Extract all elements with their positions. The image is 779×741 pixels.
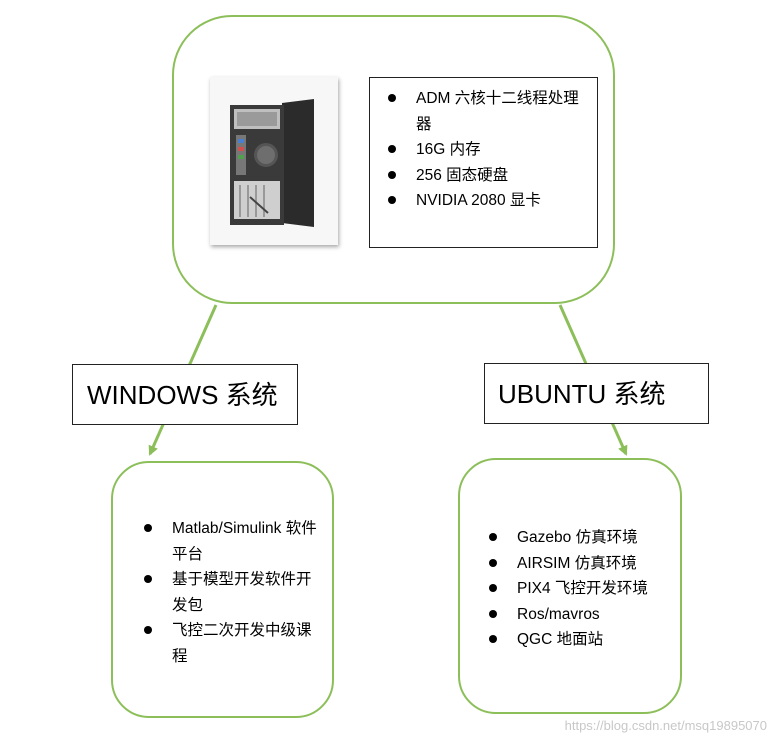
watermark: https://blog.csdn.net/msq19895070 xyxy=(564,718,767,733)
windows-item-matlab: Matlab/Simulink 软件平台 xyxy=(138,516,323,567)
ubuntu-software-list: Gazebo 仿真环境 AIRSIM 仿真环境 PIX4 飞控开发环境 Ros/… xyxy=(483,525,678,653)
ubuntu-item-gazebo: Gazebo 仿真环境 xyxy=(483,525,678,551)
windows-software-box: Matlab/Simulink 软件平台 基于模型开发软件开发包 飞控二次开发中… xyxy=(111,461,334,718)
ubuntu-item-ros: Ros/mavros xyxy=(483,602,678,628)
spec-item-cpu: ADM 六核十二线程处理器 xyxy=(382,86,592,137)
spec-box: ADM 六核十二线程处理器 16G 内存 256 固态硬盘 NVIDIA 208… xyxy=(369,77,598,248)
windows-system-label: WINDOWS 系统 xyxy=(72,364,298,425)
windows-software-list: Matlab/Simulink 软件平台 基于模型开发软件开发包 飞控二次开发中… xyxy=(138,516,323,670)
spec-list: ADM 六核十二线程处理器 16G 内存 256 固态硬盘 NVIDIA 208… xyxy=(382,86,592,214)
spec-item-ram: 16G 内存 xyxy=(382,137,592,163)
pc-tower-image xyxy=(210,77,338,245)
spec-item-gpu: NVIDIA 2080 显卡 xyxy=(382,188,592,214)
pc-tower-icon xyxy=(230,99,314,227)
windows-item-mbd-kit: 基于模型开发软件开发包 xyxy=(138,567,323,618)
ubuntu-item-airsim: AIRSIM 仿真环境 xyxy=(483,551,678,577)
ubuntu-item-qgc: QGC 地面站 xyxy=(483,627,678,653)
ubuntu-system-label: UBUNTU 系统 xyxy=(484,363,709,424)
spec-item-ssd: 256 固态硬盘 xyxy=(382,163,592,189)
windows-label-text: WINDOWS 系统 xyxy=(87,379,278,410)
ubuntu-software-box: Gazebo 仿真环境 AIRSIM 仿真环境 PIX4 飞控开发环境 Ros/… xyxy=(458,458,682,714)
ubuntu-label-text: UBUNTU 系统 xyxy=(498,378,666,409)
windows-item-course: 飞控二次开发中级课程 xyxy=(138,618,323,669)
ubuntu-item-pix4: PIX4 飞控开发环境 xyxy=(483,576,678,602)
